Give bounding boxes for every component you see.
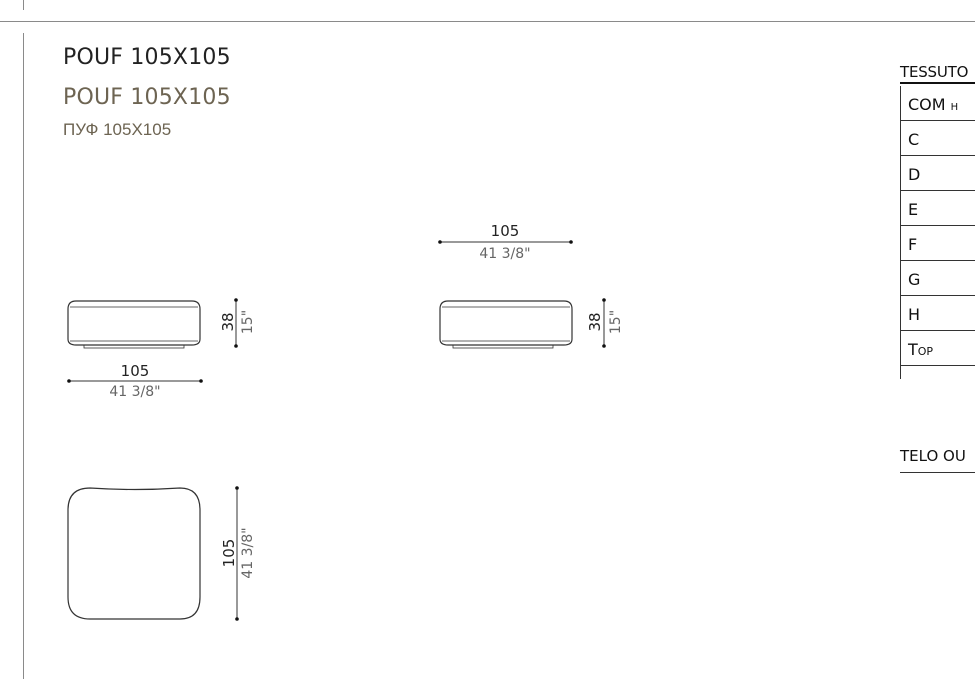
fabric-table-border	[900, 86, 901, 379]
front-view	[67, 300, 201, 349]
front-height-in: 15"	[240, 310, 256, 334]
side-width-dimension: 105 41 3/8"	[438, 222, 573, 262]
fabric-label: E	[908, 200, 919, 219]
fabric-label: D	[908, 165, 921, 184]
product-title-italian: POUF 105X105	[63, 45, 231, 70]
product-title-english: POUF 105X105	[63, 85, 231, 110]
top-view	[67, 487, 201, 620]
fabric-row-c: C	[900, 121, 975, 156]
fabric-row-e: E	[900, 191, 975, 226]
front-width-in: 41 3/8"	[109, 384, 160, 400]
fabric-row-g: G	[900, 261, 975, 296]
side-height-dimension: 38 15"	[586, 298, 624, 348]
telo-rule	[900, 472, 975, 473]
front-height-dimension: 38 15"	[219, 298, 256, 348]
side-view	[439, 300, 573, 349]
margin-rule-top	[23, 0, 24, 10]
margin-rule	[23, 33, 24, 679]
product-title-russian: ПУФ 105X105	[63, 120, 172, 139]
front-height-cm: 38	[219, 312, 237, 331]
telo-header: TELO OU	[900, 447, 966, 465]
fabric-label-suffix: H	[950, 102, 959, 113]
side-width-cm: 105	[491, 222, 520, 240]
fabric-label: F	[908, 235, 918, 254]
fabric-label: G	[908, 270, 921, 289]
front-width-cm: 105	[121, 362, 150, 380]
top-depth-dimension: 105 41 3/8"	[220, 486, 256, 621]
side-width-in: 41 3/8"	[479, 246, 530, 262]
side-height-in: 15"	[608, 310, 624, 334]
fabric-label: C	[908, 130, 920, 149]
top-depth-cm: 105	[220, 539, 238, 568]
front-width-dimension: 105 41 3/8"	[67, 362, 203, 400]
header-divider	[0, 21, 975, 22]
fabric-label: COM	[908, 95, 946, 114]
fabric-table-header: TESSUTO	[900, 63, 969, 81]
top-depth-in: 41 3/8"	[240, 527, 256, 578]
fabric-label: Top	[908, 340, 934, 359]
fabric-row-f: F	[900, 226, 975, 261]
fabric-label: H	[908, 305, 921, 324]
fabric-row-d: D	[900, 156, 975, 191]
fabric-row-top: Top	[900, 331, 975, 366]
fabric-row-com: COM H	[900, 86, 975, 121]
fabric-row-h: H	[900, 296, 975, 331]
side-height-cm: 38	[586, 312, 604, 331]
fabric-table-header-rule	[900, 82, 975, 84]
